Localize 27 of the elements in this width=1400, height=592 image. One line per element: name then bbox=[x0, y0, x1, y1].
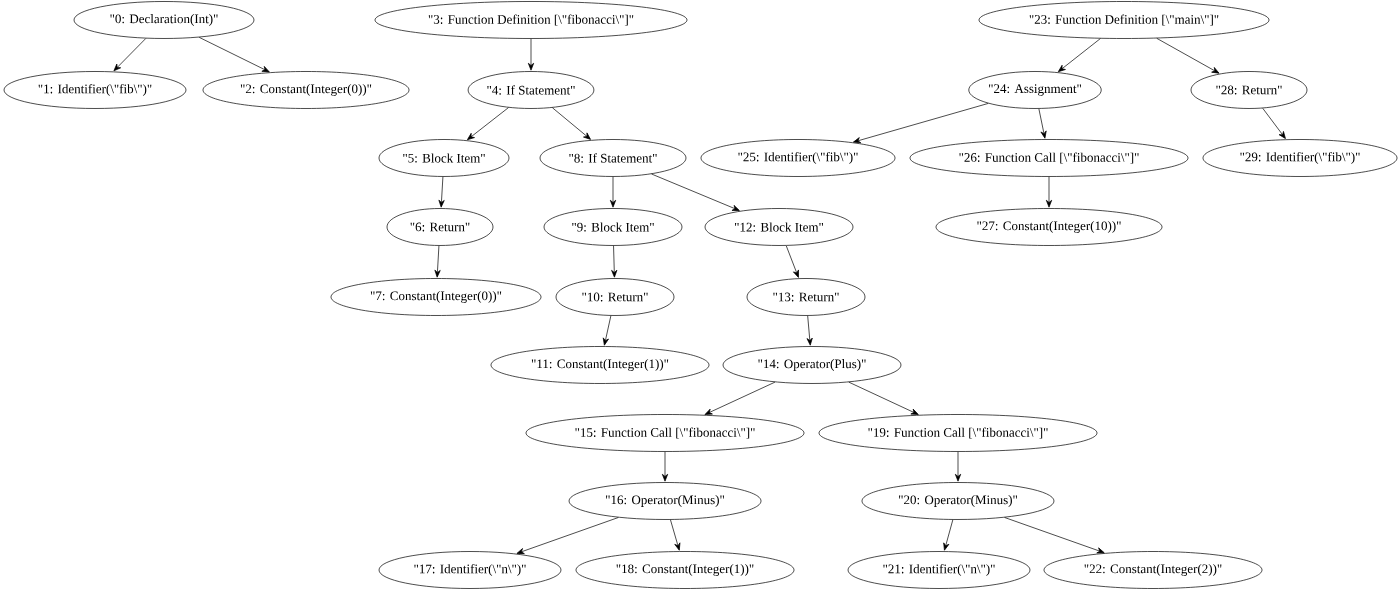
arrow bbox=[516, 517, 619, 554]
arrow bbox=[609, 176, 617, 208]
arrow bbox=[1156, 38, 1220, 74]
arrow bbox=[848, 381, 919, 415]
arrow bbox=[602, 315, 612, 346]
arrow bbox=[1004, 517, 1105, 554]
arrow bbox=[467, 107, 509, 141]
arrow bbox=[1038, 108, 1047, 139]
arrow bbox=[670, 519, 681, 551]
arrow bbox=[1045, 176, 1053, 208]
arrow bbox=[704, 381, 776, 415]
arrow bbox=[434, 245, 441, 278]
arrow bbox=[198, 37, 270, 73]
arrow bbox=[113, 38, 147, 72]
arrow bbox=[661, 451, 669, 482]
arrow bbox=[853, 103, 989, 144]
arrow bbox=[438, 176, 445, 208]
arrow bbox=[651, 173, 740, 211]
arrow bbox=[785, 245, 799, 278]
arrow bbox=[943, 519, 954, 551]
arrow bbox=[527, 38, 535, 71]
arrow bbox=[1057, 38, 1101, 72]
arrow bbox=[806, 315, 813, 346]
arrow bbox=[1262, 107, 1286, 139]
arrow bbox=[954, 451, 962, 482]
arrow bbox=[552, 107, 591, 140]
arrow bbox=[611, 245, 618, 278]
